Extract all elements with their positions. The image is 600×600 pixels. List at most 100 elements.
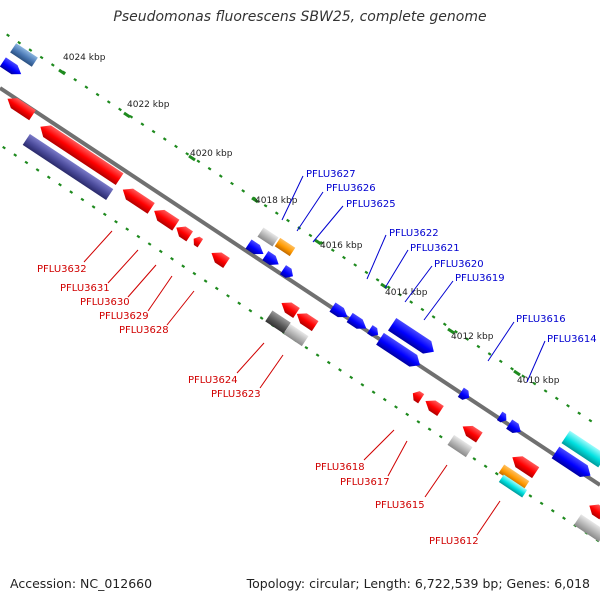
scale-tick: [214, 286, 219, 291]
cds-forward-2[interactable]: [262, 250, 281, 269]
scale-tick: [338, 368, 342, 372]
scale-tick: [431, 315, 436, 319]
gene-label-pflu3621[interactable]: PFLU3621: [410, 243, 460, 254]
cds-pflu3630[interactable]: [151, 205, 180, 231]
cds-forward-7[interactable]: [457, 387, 472, 403]
scale-tick: [118, 107, 122, 112]
scale-tick: [28, 48, 33, 52]
scale-tick: [550, 508, 555, 513]
scale-tick: [360, 382, 365, 387]
gene-label-pflu3622[interactable]: PFLU3622: [389, 228, 439, 239]
feature-grey-4[interactable]: [573, 514, 600, 542]
scale-tick: [158, 249, 163, 254]
scale-label-4016: 4016 kbp: [320, 241, 363, 251]
accession-text: Accession: NC_012660: [10, 576, 153, 591]
gene-label-pflu3617[interactable]: PFLU3617: [340, 477, 390, 488]
scale-tick: [416, 420, 421, 424]
gene-label-pflu3627[interactable]: PFLU3627: [306, 169, 356, 180]
feature-grey-3[interactable]: [447, 434, 473, 458]
gene-label-pflu3632[interactable]: PFLU3632: [37, 264, 87, 275]
scale-tick: [73, 77, 78, 82]
cds-pflu3617[interactable]: [459, 421, 483, 443]
gene-label-pflu3618[interactable]: PFLU3618: [315, 462, 365, 473]
scale-label-4012: 4012 kbp: [451, 332, 494, 342]
gene-label-pflu3619[interactable]: PFLU3619: [455, 273, 505, 284]
scale-tick: [342, 255, 346, 260]
cds-pflu3624[interactable]: [278, 298, 300, 318]
scale-tick: [114, 219, 118, 224]
cds-forward-5[interactable]: [346, 312, 370, 333]
cds-pflu3614[interactable]: [551, 446, 595, 482]
cds-pflu3618[interactable]: [422, 396, 444, 416]
scale-tick: [259, 316, 264, 320]
scale-tick: [286, 218, 290, 223]
cds-small-r2[interactable]: [410, 389, 425, 404]
feature-orange-1[interactable]: [274, 237, 296, 257]
cds-forward-4024[interactable]: [0, 57, 24, 78]
cds-forward-3[interactable]: [279, 265, 296, 281]
feature-steelblue[interactable]: [10, 43, 38, 67]
cds-pflu3629[interactable]: [173, 223, 193, 242]
scale-tick: [382, 397, 387, 402]
scale-tick: [237, 301, 242, 306]
feature-orange-2[interactable]: [498, 464, 530, 490]
cds-red-edge[interactable]: [586, 501, 600, 520]
feature-dark-1[interactable]: [265, 310, 291, 334]
cds-pflu3628[interactable]: [191, 235, 204, 248]
gene-label-pflu3623[interactable]: PFLU3623: [211, 389, 261, 400]
major-scale-tick: [123, 111, 131, 119]
cds-pflu3623[interactable]: [294, 309, 319, 332]
scale-tick: [353, 263, 358, 267]
gene-label-pflu3624[interactable]: PFLU3624: [188, 375, 238, 386]
cds-pflu3631[interactable]: [119, 184, 155, 214]
feature-purple[interactable]: [22, 133, 114, 201]
scale-tick: [2, 145, 6, 150]
cds-pflu3622[interactable]: [388, 317, 438, 358]
cds-forward-6[interactable]: [367, 325, 381, 339]
major-scale-tick: [251, 196, 259, 204]
gene-label-pflu3615[interactable]: PFLU3615: [375, 500, 425, 511]
feature-grey-2[interactable]: [283, 323, 309, 347]
gene-label-pflu3614[interactable]: PFLU3614: [547, 334, 597, 345]
gene-label-pflu3625[interactable]: PFLU3625: [346, 199, 396, 210]
gene-label-pflu3626[interactable]: PFLU3626: [326, 183, 376, 194]
scale-tick: [69, 190, 74, 194]
map-title: Pseudomonas fluorescens SBW25, complete …: [113, 9, 487, 25]
cds-forward-1[interactable]: [245, 239, 266, 258]
feature-cyan-1[interactable]: [561, 430, 600, 468]
cds-forward-8[interactable]: [496, 411, 509, 425]
cds-pflu3632-b[interactable]: [37, 121, 124, 186]
scale-tick: [207, 166, 212, 171]
cds-forward-9[interactable]: [506, 419, 524, 437]
gene-label-pflu3628[interactable]: PFLU3628: [119, 325, 169, 336]
major-scale-tick: [188, 154, 196, 162]
scale-tick: [263, 203, 268, 208]
scale-tick: [50, 63, 55, 67]
gene-label-pflu3620[interactable]: PFLU3620: [434, 259, 484, 270]
scale-label-4014: 4014 kbp: [385, 288, 428, 298]
scale-tick: [203, 279, 208, 283]
gene-label-pflu3630[interactable]: PFLU3630: [80, 297, 130, 308]
scale-tick: [185, 152, 190, 156]
feature-grey-1[interactable]: [257, 227, 279, 247]
cds-pflu3615[interactable]: [509, 452, 540, 479]
cds-pflu3632-a[interactable]: [4, 94, 36, 121]
scale-tick: [136, 234, 141, 239]
scale-tick: [483, 464, 488, 469]
scale-tick: [241, 189, 246, 193]
scale-tick: [35, 168, 40, 172]
gene-label-pflu3616[interactable]: PFLU3616: [516, 314, 566, 325]
scale-tick: [386, 285, 391, 290]
gene-label-pflu3629[interactable]: PFLU3629: [99, 311, 149, 322]
cds-pflu3621[interactable]: [376, 332, 424, 371]
scale-tick: [409, 300, 414, 304]
scale-tick: [24, 160, 29, 165]
scale-tick: [454, 329, 458, 334]
scale-tick: [442, 322, 447, 327]
feature-cyan-2[interactable]: [498, 474, 528, 498]
major-scale-tick: [58, 68, 66, 76]
gene-label-pflu3612[interactable]: PFLU3612: [429, 536, 479, 547]
cds-forward-4[interactable]: [329, 302, 350, 321]
gene-label-pflu3631[interactable]: PFLU3631: [60, 283, 110, 294]
cds-small-r1[interactable]: [208, 248, 230, 268]
